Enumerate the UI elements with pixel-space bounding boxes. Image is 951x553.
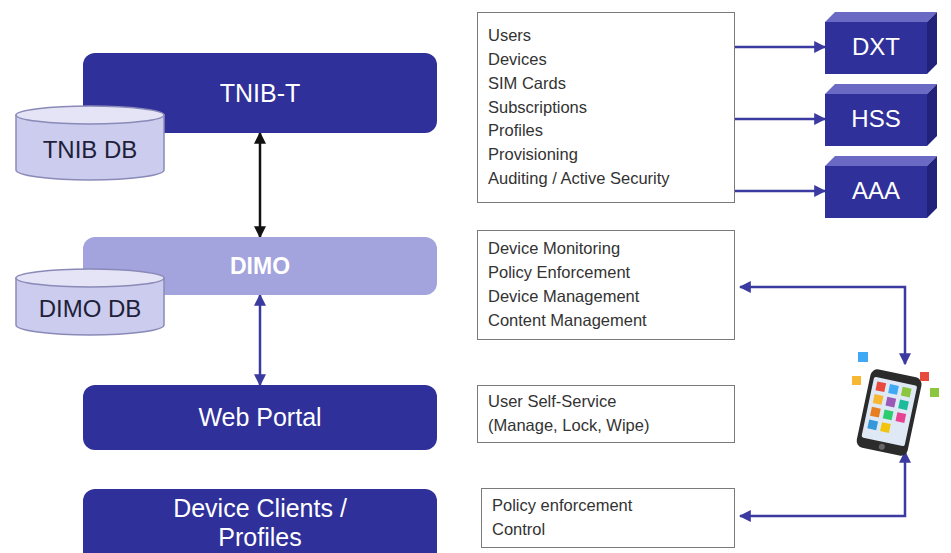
node-text: User Self-Service <box>488 390 616 414</box>
function-list: Policy enforcementControl <box>481 488 735 548</box>
node-text: Provisioning <box>488 143 578 167</box>
smartphone-icon <box>855 368 922 457</box>
portal-box: Web Portal <box>83 385 437 450</box>
node-text: Device Monitoring <box>488 237 620 261</box>
node-text: DIMO <box>230 253 290 280</box>
node-text: AAA <box>852 177 900 205</box>
node-text: Policy enforcement <box>492 494 632 518</box>
connector-arrow <box>259 295 262 385</box>
system-cube: DXT <box>825 12 937 74</box>
node-text: Users <box>488 24 531 48</box>
node-text: Device Management <box>488 285 639 309</box>
node-text: TNIB-T <box>220 79 301 108</box>
node-text: Profiles <box>488 119 543 143</box>
node-text: (Manage, Lock, Wipe) <box>488 414 649 438</box>
node-text: Policy Enforcement <box>488 261 630 285</box>
system-cube: AAA <box>825 156 937 218</box>
function-list: UsersDevicesSIM CardsSubscriptionsProfil… <box>477 12 735 203</box>
node-text: Devices <box>488 48 547 72</box>
node-text: DIMO DB <box>39 295 142 323</box>
database-cylinder: TNIB DB <box>15 105 165 181</box>
client-box: Device Clients / Profiles <box>83 489 437 553</box>
node-text: Auditing / Active Security <box>488 167 670 191</box>
node-text: Web Portal <box>198 403 321 432</box>
connector-arrow <box>735 46 825 49</box>
connector-arrow <box>735 190 825 193</box>
system-cube: HSS <box>825 84 937 146</box>
database-cylinder: DIMO DB <box>15 268 165 336</box>
phone-link <box>740 287 905 364</box>
phone-link <box>740 452 905 516</box>
node-text: HSS <box>851 105 900 133</box>
node-text: Content Management <box>488 309 647 333</box>
node-text: TNIB DB <box>43 136 138 164</box>
connector-arrow <box>259 133 262 237</box>
node-text: Device Clients / Profiles <box>153 494 368 552</box>
function-list: Device MonitoringPolicy EnforcementDevic… <box>477 230 735 340</box>
node-text: DXT <box>852 33 900 61</box>
app-icons <box>852 352 939 397</box>
node-text: Subscriptions <box>488 96 587 120</box>
node-text: SIM Cards <box>488 72 566 96</box>
function-list: User Self-Service(Manage, Lock, Wipe) <box>477 385 735 443</box>
connector-arrow <box>735 118 825 121</box>
node-text: Control <box>492 518 545 542</box>
